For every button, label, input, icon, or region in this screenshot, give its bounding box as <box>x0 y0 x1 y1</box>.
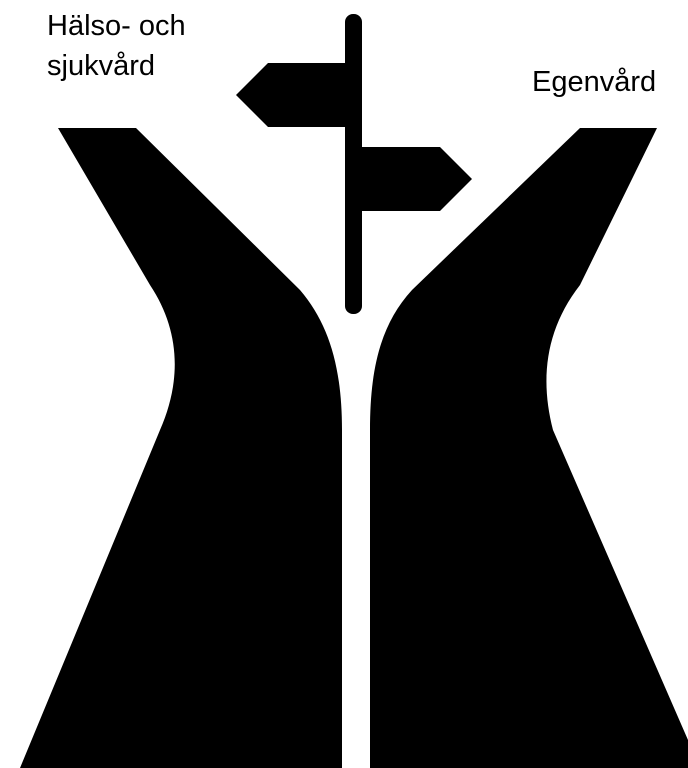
road-right-branch <box>370 128 688 768</box>
lane-marking-3 <box>343 652 369 708</box>
label-health-care-line1: Hälso- och <box>47 6 186 46</box>
signpost-arrow-left-icon <box>236 63 355 127</box>
signpost-arrow-right-icon <box>352 147 472 211</box>
lane-marking-1 <box>343 430 369 486</box>
label-health-care-line2: sjukvård <box>47 46 186 86</box>
label-self-care: Egenvård <box>532 62 656 102</box>
label-health-care: Hälso- och sjukvård <box>47 6 186 86</box>
road-left-branch <box>20 128 342 768</box>
lane-marking-2 <box>343 540 369 596</box>
